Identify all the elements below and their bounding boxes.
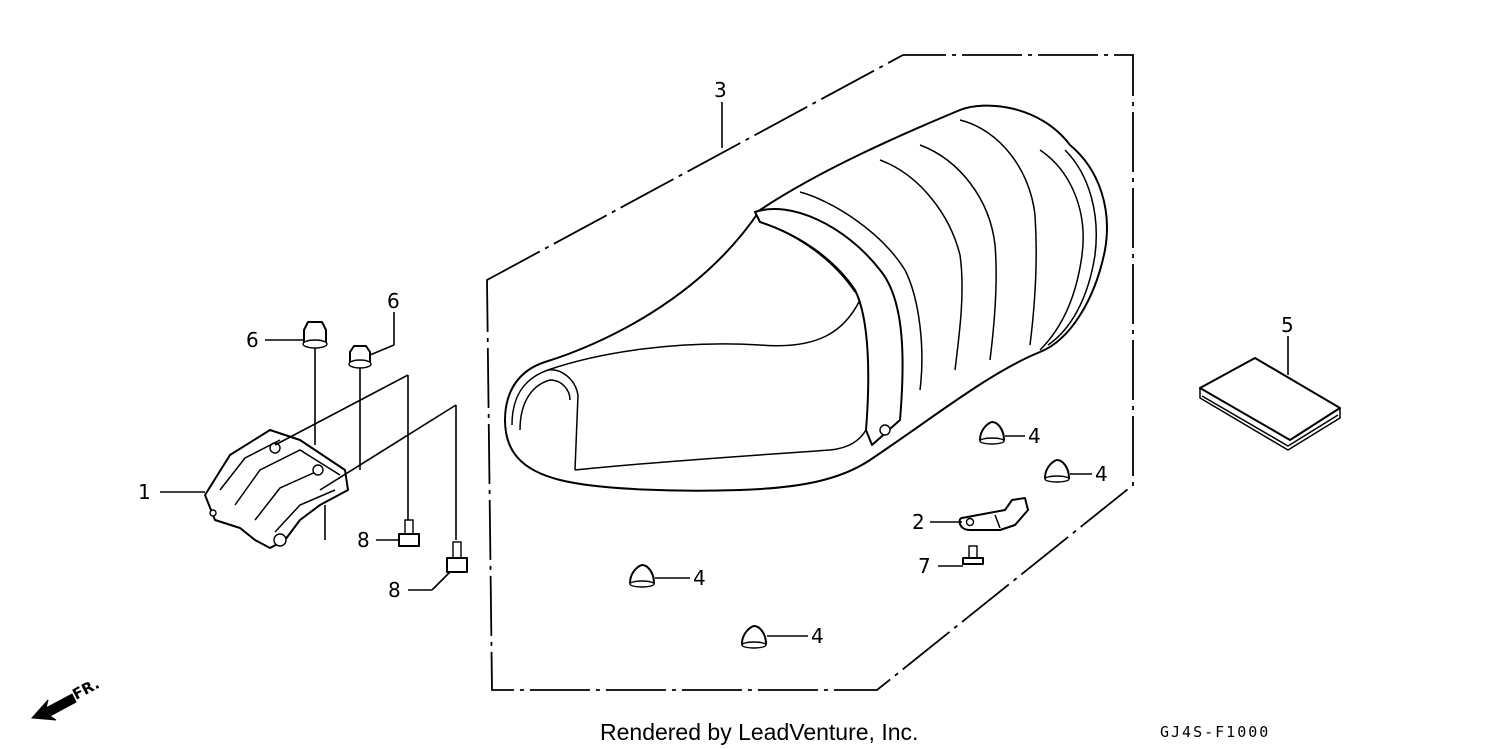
assembly-boundary (486, 54, 1134, 691)
callout-4b: 4 (1095, 462, 1108, 486)
callout-7: 7 (918, 554, 931, 578)
callout-6a: 6 (246, 328, 259, 352)
footer-credit: Rendered by LeadVenture, Inc. (600, 719, 918, 745)
cushion-rubber-4[interactable] (741, 625, 767, 649)
front-arrow-icon (30, 693, 77, 721)
callout-1: 1 (138, 480, 151, 504)
callout-8b: 8 (388, 578, 401, 602)
nut-1[interactable] (302, 321, 328, 349)
cushion-rubber-1[interactable] (979, 421, 1005, 445)
bolt-8b[interactable] (446, 541, 468, 573)
callout-2: 2 (912, 510, 925, 534)
nut-2[interactable] (348, 345, 372, 369)
seat-assembly[interactable] (504, 104, 1108, 492)
callout-4a: 4 (1028, 424, 1041, 448)
callout-8a: 8 (357, 528, 370, 552)
manual-pouch[interactable] (1199, 357, 1341, 451)
callout-6b: 6 (387, 289, 400, 313)
callout-4c: 4 (693, 566, 706, 590)
callout-3: 3 (714, 78, 727, 102)
stay-clip[interactable] (958, 497, 1029, 531)
callout-labels: 3 1 2 5 4 4 4 4 6 6 7 8 8 (138, 78, 1294, 648)
diagram-code: GJ4S-F1000 (1160, 723, 1270, 741)
bolt-7[interactable] (962, 545, 984, 565)
front-direction-indicator: FR. (30, 675, 102, 721)
seat-lock-bracket[interactable] (204, 429, 349, 549)
callout-4d: 4 (811, 624, 824, 648)
leader-lines (160, 102, 1289, 637)
cushion-rubber-3[interactable] (629, 564, 655, 588)
callout-5: 5 (1281, 313, 1294, 337)
bolt-8a[interactable] (398, 519, 420, 547)
cushion-rubber-2[interactable] (1044, 459, 1070, 483)
